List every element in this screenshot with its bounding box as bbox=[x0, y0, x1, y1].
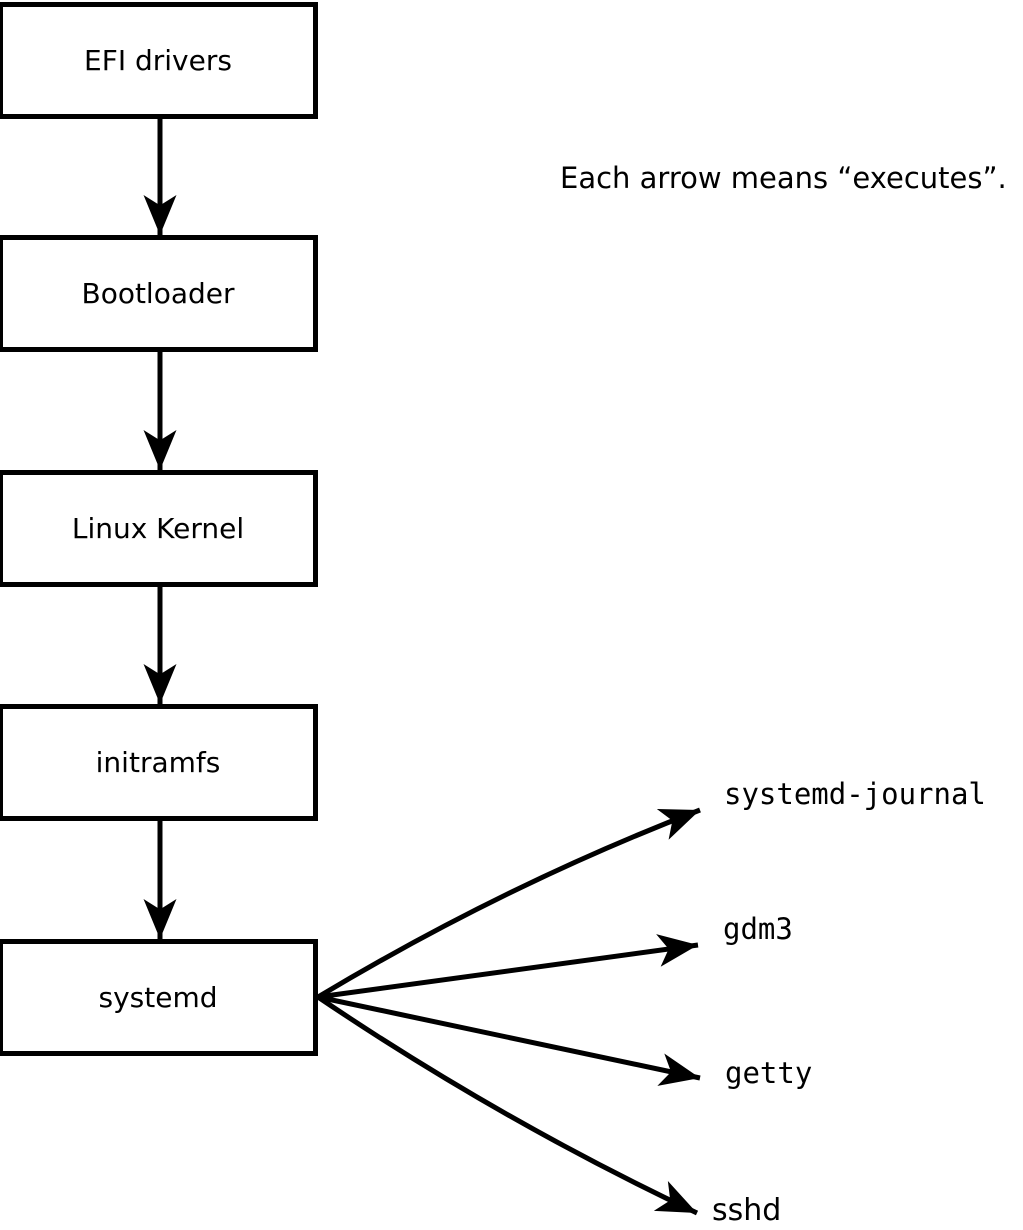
node-initramfs: initramfs bbox=[0, 704, 318, 821]
arrow-systemd-to-gdm3 bbox=[317, 934, 699, 1000]
label-systemd-journal: systemd-journal bbox=[724, 777, 986, 811]
label-getty: getty bbox=[725, 1056, 813, 1090]
node-linux-kernel: Linux Kernel bbox=[0, 470, 318, 587]
arrow-systemd-to-sshd bbox=[316, 994, 699, 1216]
label-sshd: sshd bbox=[712, 1193, 782, 1228]
node-efi-drivers: EFI drivers bbox=[0, 2, 318, 119]
arrow-systemd-to-getty bbox=[317, 994, 701, 1086]
node-systemd: systemd bbox=[0, 939, 318, 1056]
label-gdm3: gdm3 bbox=[723, 912, 793, 946]
arrow-systemd-to-journal bbox=[316, 807, 701, 1000]
node-bootloader: Bootloader bbox=[0, 235, 318, 352]
annotation-executes: Each arrow means “executes”. bbox=[560, 161, 1007, 195]
